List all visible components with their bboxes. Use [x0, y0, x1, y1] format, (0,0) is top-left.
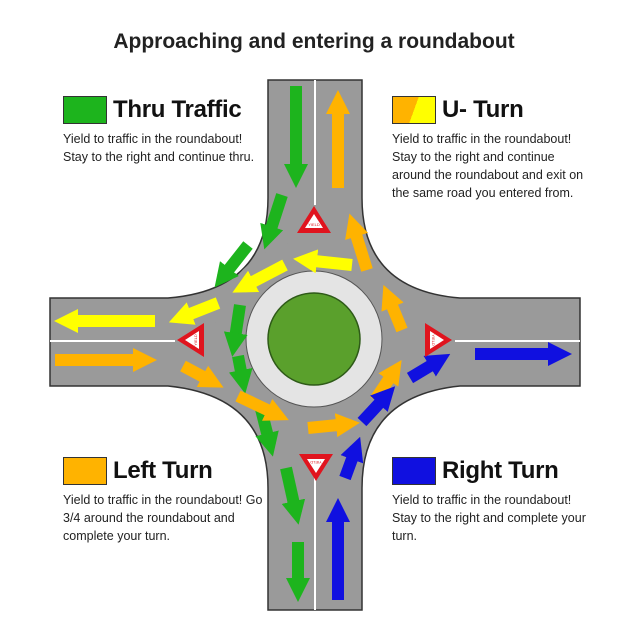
- page-title: Approaching and entering a roundabout: [113, 30, 515, 53]
- uturn-arrows: [54, 249, 353, 333]
- legend-description: Yield to traffic in the roundabout! Stay…: [392, 132, 584, 200]
- yield-sign-east: YIELD: [425, 323, 452, 357]
- thru-arrow: [223, 304, 248, 357]
- legend-thru-traffic: Thru Traffic Yield to traffic in the rou…: [63, 96, 263, 166]
- left-turn-arrow: [381, 284, 408, 333]
- svg-text:YIELD: YIELD: [308, 222, 320, 227]
- right-turn-arrow: [339, 436, 364, 481]
- svg-text:YIELD: YIELD: [431, 334, 436, 346]
- right-turn-arrow: [357, 386, 396, 427]
- legend-label: Thru Traffic: [113, 96, 242, 123]
- uturn-swatch: [392, 96, 436, 124]
- right-turn-arrows: [326, 342, 572, 600]
- center-island: [267, 292, 361, 386]
- legend-label: U- Turn: [442, 96, 524, 123]
- yield-sign-north: YIELD: [297, 206, 331, 233]
- yield-sign-south: YIELD: [299, 454, 333, 481]
- legend-description: Yield to traffic in the roundabout! Stay…: [63, 132, 255, 164]
- left-turn-arrow: [307, 413, 360, 438]
- thru-swatch: [63, 96, 107, 124]
- thru-arrow: [214, 241, 253, 288]
- thru-arrow: [228, 354, 253, 394]
- legend-label: Left Turn: [113, 457, 213, 484]
- left-swatch: [63, 457, 107, 485]
- uturn-arrow: [232, 259, 288, 293]
- left-turn-arrow: [235, 390, 289, 421]
- right-swatch: [392, 457, 436, 485]
- legend-description: Yield to traffic in the roundabout! Stay…: [392, 493, 586, 543]
- lane-dividers: [50, 80, 580, 610]
- right-turn-arrow: [406, 353, 451, 384]
- svg-text:YIELD: YIELD: [193, 334, 198, 346]
- thru-traffic-arrows: [214, 86, 310, 602]
- legend-right-turn: Right Turn Yield to traffic in the round…: [392, 457, 592, 545]
- legend-uturn: U- Turn Yield to traffic in the roundabo…: [392, 96, 592, 202]
- yield-sign-west: YIELD: [177, 323, 204, 357]
- uturn-arrow: [293, 249, 353, 274]
- svg-text:YIELD: YIELD: [310, 460, 322, 465]
- left-turn-arrow: [180, 360, 224, 388]
- legend-label: Right Turn: [442, 457, 559, 484]
- left-turn-arrows: [55, 90, 408, 438]
- uturn-arrow: [168, 297, 221, 325]
- thru-arrow: [260, 193, 288, 250]
- legend-left-turn: Left Turn Yield to traffic in the rounda…: [63, 457, 263, 545]
- thru-arrow: [280, 466, 306, 525]
- left-turn-arrow: [345, 213, 373, 272]
- legend-description: Yield to traffic in the roundabout! Go 3…: [63, 493, 263, 543]
